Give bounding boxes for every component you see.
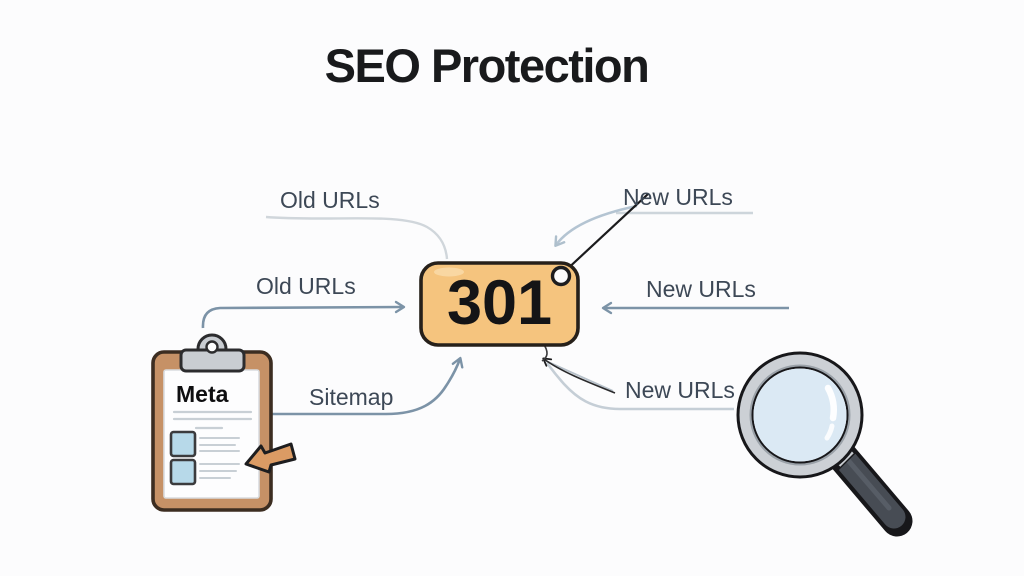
paper-text-lines bbox=[172, 410, 253, 430]
connector-old-urls-top bbox=[265, 215, 449, 260]
magnifier-rim bbox=[739, 354, 861, 476]
tag-body bbox=[419, 261, 580, 347]
redirect-code-301: 301 bbox=[446, 268, 553, 338]
lens-highlight-small bbox=[824, 423, 835, 441]
label-old-urls-top: Old URLs bbox=[280, 187, 380, 213]
tag-hole-icon bbox=[550, 265, 572, 287]
label-old-urls-mid: Old URLs bbox=[256, 273, 356, 299]
label-sitemap: Sitemap bbox=[309, 384, 394, 410]
magnifying-glass-icon bbox=[736, 351, 913, 537]
label-new-urls-top: New URLs bbox=[623, 184, 733, 210]
magnifier-lens bbox=[753, 368, 847, 462]
clipboard-icon bbox=[151, 333, 297, 512]
magnifier-handle-sheen bbox=[844, 456, 892, 511]
redirect-301-tag bbox=[419, 261, 580, 347]
page-title: SEO Protection bbox=[324, 39, 650, 92]
label-new-urls-bottom: New URLs bbox=[625, 377, 735, 403]
magnifier-rim-inner-edge bbox=[749, 364, 851, 466]
tag-string-line bbox=[562, 193, 649, 274]
arrow-black-pointer bbox=[542, 357, 616, 394]
clip-hole bbox=[205, 340, 219, 354]
checkbox-icon bbox=[169, 458, 197, 486]
arrow-new-urls-top-to-tag bbox=[554, 204, 638, 248]
label-new-urls-mid: New URLs bbox=[646, 276, 756, 302]
connector-new-urls-bottom bbox=[545, 362, 734, 411]
tag-sheen bbox=[434, 267, 464, 277]
lens-highlight bbox=[824, 384, 838, 422]
label-meta: Meta bbox=[176, 381, 229, 407]
orange-arrow-icon bbox=[244, 442, 297, 474]
arrow-old-urls-to-tag bbox=[201, 300, 406, 329]
checkbox2-lines bbox=[199, 463, 240, 479]
checkbox-icon bbox=[169, 430, 197, 458]
checkbox1-lines bbox=[199, 437, 240, 452]
connector-thin-line bbox=[545, 360, 614, 392]
arrow-sitemap-to-tag bbox=[262, 356, 464, 416]
